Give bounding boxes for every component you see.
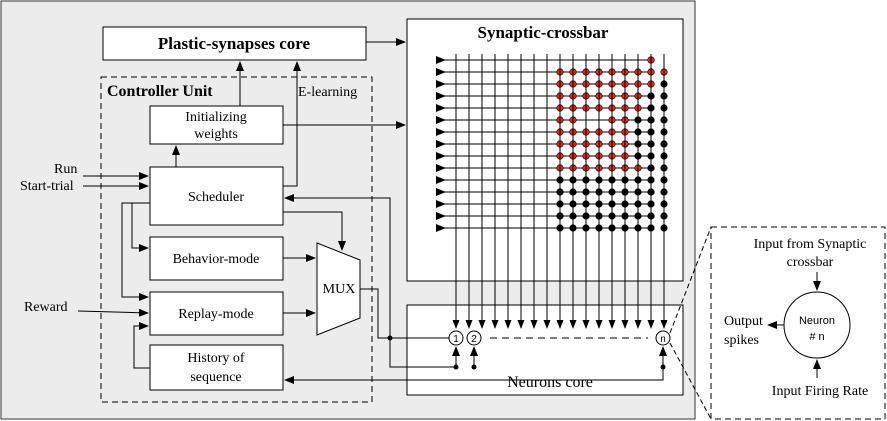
inset-output-2: spikes <box>724 333 759 348</box>
column-arrowhead <box>647 320 655 329</box>
inset-output-1: Output <box>724 314 763 329</box>
connection-lines <box>77 38 664 384</box>
crossbar-input-arrow <box>436 140 446 148</box>
crossbar-input-arrow <box>436 92 446 100</box>
column-arrowhead <box>556 320 564 329</box>
start-trial-label: Start-trial <box>20 179 74 194</box>
crossbar-input-arrow <box>436 56 446 64</box>
inset-connector-top <box>669 226 712 334</box>
column-arrowhead <box>569 320 577 329</box>
scheduler-box <box>149 166 284 226</box>
neuron-2-label: 2 <box>471 334 477 345</box>
neuron-2 <box>466 330 482 346</box>
inset-neuron-label-1: Neuron <box>799 315 835 327</box>
inset-arrows <box>767 272 821 378</box>
crossbar-input-arrow <box>436 80 446 88</box>
column-arrowhead <box>608 320 616 329</box>
column-arrowhead <box>530 320 538 329</box>
synaptic-crossbar-label: Synaptic-crossbar <box>478 23 609 42</box>
mux-shape <box>316 242 361 336</box>
column-arrowhead <box>595 320 603 329</box>
column-arrowhead <box>634 320 642 329</box>
column-arrowhead <box>621 320 629 329</box>
inset-input-from-crossbar-1: Input from Synaptic <box>754 237 867 252</box>
history-label-2: sequence <box>190 370 241 385</box>
crossbar-input-arrow <box>436 164 446 172</box>
neurons-core-label: Neurons core <box>507 374 593 391</box>
column-arrowhead <box>582 320 590 329</box>
plastic-synapses-core-box <box>102 26 367 61</box>
column-arrowhead <box>504 320 512 329</box>
inset-neuron-label-2: # n <box>809 331 824 343</box>
scheduler-label: Scheduler <box>188 190 244 205</box>
replay-mode-label: Replay-mode <box>178 307 253 322</box>
crossbar-input-arrow <box>436 116 446 124</box>
crossbar-input-arrow <box>436 224 446 232</box>
mux-label: MUX <box>323 282 356 297</box>
column-arrowhead <box>452 320 460 329</box>
crossbar-column-lines <box>452 54 668 329</box>
run-label: Run <box>54 162 77 177</box>
controller-unit-label: Controller Unit <box>107 83 213 100</box>
column-arrowhead <box>478 320 486 329</box>
neuron-input-arrows <box>452 346 667 367</box>
column-arrowhead <box>491 320 499 329</box>
neuron-n-label: n <box>660 334 666 345</box>
initializing-weights-box <box>149 105 284 145</box>
neuron-1-label: 1 <box>453 334 459 345</box>
behavior-mode-label: Behavior-mode <box>173 252 260 267</box>
column-arrowhead <box>543 320 551 329</box>
crossbar-input-arrow <box>436 200 446 208</box>
inset-connector-bottom <box>669 342 712 420</box>
crossbar-input-arrow <box>436 152 446 160</box>
initializing-weights-label-2: weights <box>194 127 238 142</box>
e-learning-label: E-learning <box>298 85 357 100</box>
inset-input-from-crossbar-2: crossbar <box>787 255 834 270</box>
inset-input-firing-rate: Input Firing Rate <box>772 384 868 399</box>
synaptic-crossbar-box <box>406 18 684 282</box>
history-label-1: History of <box>187 351 245 366</box>
controller-unit-box <box>100 76 373 403</box>
history-box <box>149 344 284 391</box>
replay-mode-box <box>149 291 284 336</box>
crossbar-input-arrow <box>436 128 446 136</box>
neuron-n <box>655 330 671 346</box>
initializing-weights-label-1: Initializing <box>185 110 246 125</box>
crossbar-input-arrow <box>436 68 446 76</box>
crossbar-input-arrow <box>436 104 446 112</box>
crossbar-input-arrow <box>436 188 446 196</box>
column-arrowhead <box>517 320 525 329</box>
column-arrowhead <box>660 320 668 329</box>
reward-label: Reward <box>24 300 68 315</box>
column-arrowhead <box>465 320 473 329</box>
plastic-synapses-core-label: Plastic-synapses core <box>158 34 311 53</box>
crossbar-input-arrow <box>436 212 446 220</box>
crossbar-input-arrow <box>436 176 446 184</box>
